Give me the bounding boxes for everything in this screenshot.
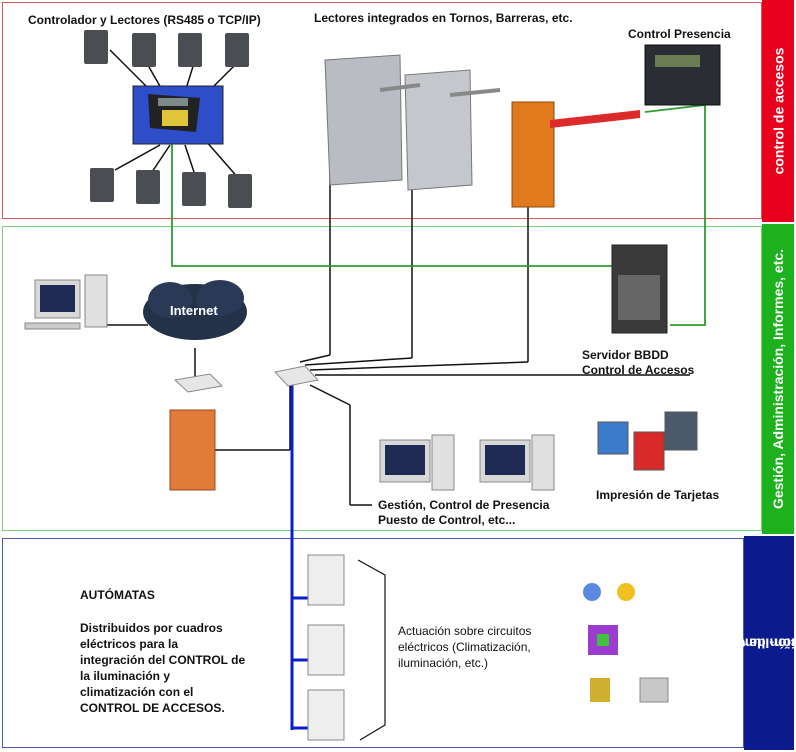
workstation-icons — [379, 434, 555, 491]
server-label-line1: Servidor BBDD — [582, 348, 669, 362]
actuation-line: eléctricos (Climatización, — [398, 640, 531, 654]
attendance-terminal-icon — [644, 44, 721, 106]
plc-desc-line: climatización con el — [80, 685, 194, 699]
plc-desc-line: integración del CONTROL de — [80, 653, 246, 667]
database-server-icon — [611, 244, 668, 334]
green-links — [171, 104, 706, 326]
controllers-label: Controlador y Lectores (RS485 o TCP/IP) — [28, 13, 261, 27]
hvac-icon — [588, 625, 618, 655]
access-control-panel — [2, 2, 762, 219]
plc-bus — [290, 385, 308, 730]
actuation-line: Actuación sobre circuitos — [398, 624, 532, 638]
turnstile-icons — [324, 54, 501, 191]
internet-cloud-icon — [143, 280, 247, 340]
card-printing-label: Impresión de Tarjetas — [596, 488, 720, 502]
workstations-label: Gestión, Control de Presencia Puesto de … — [378, 498, 549, 528]
network-switch-icons — [173, 365, 319, 393]
access-control-sidebar: control de accesos — [762, 0, 794, 222]
workstations-label-line1: Gestión, Control de Presencia — [378, 498, 550, 512]
integration-sidebar: Integración de CCAA con Climatización-Il… — [676, 536, 796, 750]
internet-label: Internet — [170, 303, 218, 318]
firewall-icon — [169, 409, 216, 491]
management-panel — [2, 226, 762, 531]
server-label: Servidor BBDD Control de Accesos — [582, 348, 694, 378]
pc-icon-left — [24, 274, 108, 330]
plc-title: AUTÓMATAS — [80, 588, 155, 602]
plc-desc-line: eléctricos para la — [80, 637, 179, 651]
actuation-line: iluminación, etc.) — [398, 656, 489, 670]
plc-desc-line: Distribuidos por cuadros — [80, 621, 223, 635]
plc-desc-line: CONTROL DE ACCESOS. — [80, 701, 225, 715]
lightbulb-icons — [583, 583, 635, 601]
plc-desc-line: la iluminación y — [80, 669, 171, 683]
attendance-control-label: Control Presencia — [628, 27, 731, 41]
workstations-label-line2: Puesto de Control, etc... — [378, 513, 516, 527]
card-reader-icons — [84, 30, 252, 208]
management-sidebar: Gestión, Administración, Informes, etc. — [762, 224, 794, 534]
plc-bracket — [357, 559, 386, 741]
plc-icons — [307, 554, 345, 741]
access-controller-icon — [132, 85, 224, 145]
switchgear-icons — [590, 677, 669, 703]
server-label-line2: Control de Accesos — [582, 363, 695, 377]
barrier-icon — [511, 101, 640, 208]
integration-panel — [2, 538, 744, 748]
card-printer-icons — [597, 411, 698, 471]
turnstile-readers-label: Lectores integrados en Tornos, Barreras,… — [314, 11, 573, 25]
plc-description: Distribuidos por cuadros eléctricos para… — [80, 620, 245, 716]
actuation-description: Actuación sobre circuitos eléctricos (Cl… — [398, 623, 531, 671]
